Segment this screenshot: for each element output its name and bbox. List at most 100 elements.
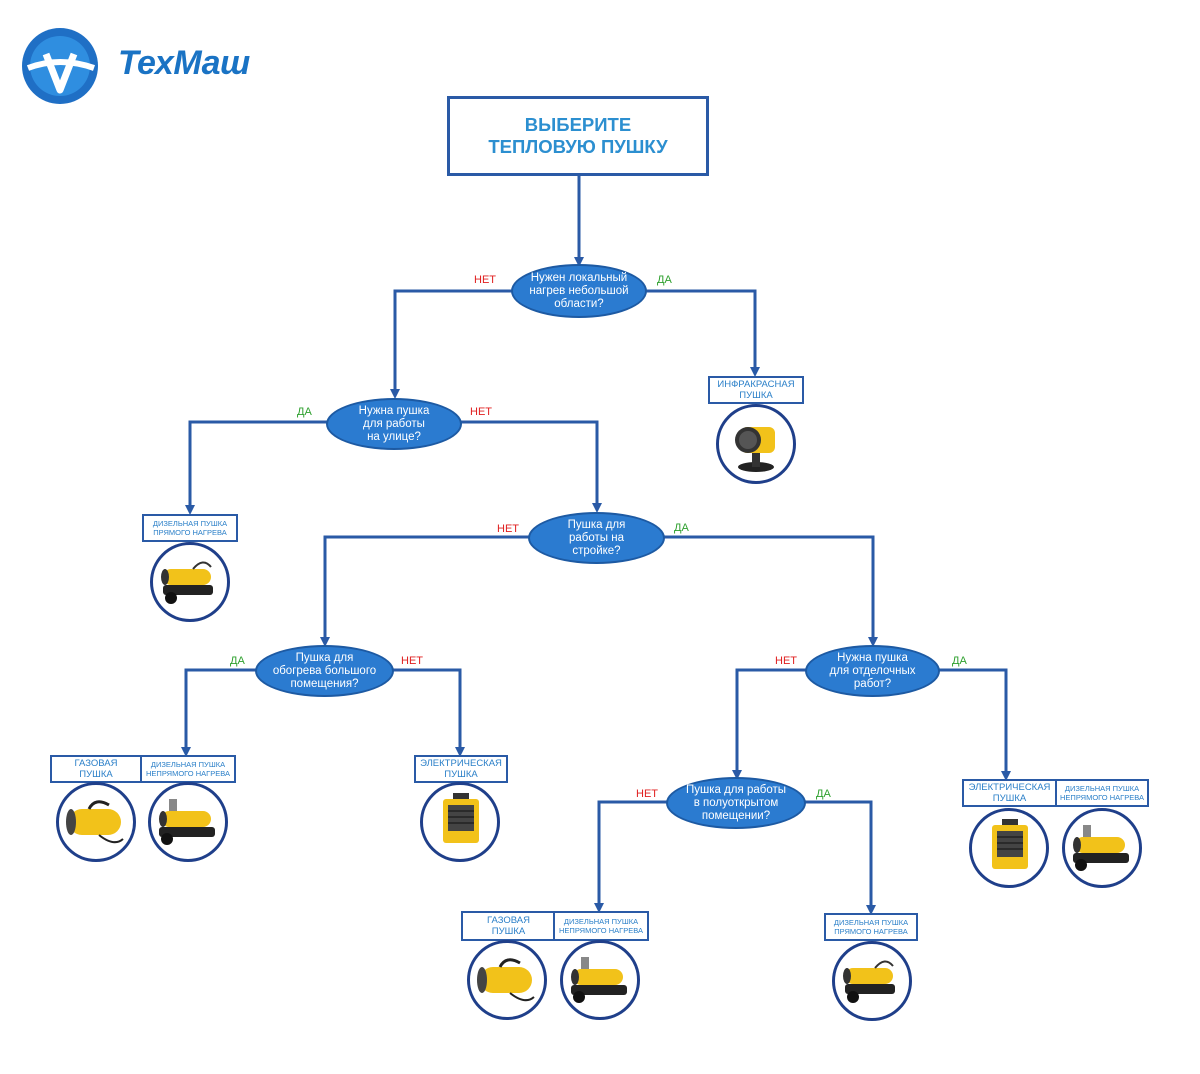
label-yes: ДА xyxy=(297,406,312,418)
arrow-q1-no xyxy=(390,289,512,399)
result-diesel-indirect-line1: ДИЗЕЛЬНАЯ ПУШКА xyxy=(150,760,226,769)
arrow-q5-yes xyxy=(939,668,1011,781)
q2-line1: Нужна пушка xyxy=(358,404,430,417)
diesel-indirect-heater-image xyxy=(148,782,228,862)
result-diesel-direct-line1: ДИЗЕЛЬНАЯ ПУШКА xyxy=(152,519,228,528)
q3-line3: стройке? xyxy=(572,544,621,557)
result-gas-line1: ГАЗОВАЯ xyxy=(74,758,118,769)
arrow-q3-yes xyxy=(664,535,878,647)
arrow-q2-no xyxy=(461,420,602,513)
arrow-q2-yes xyxy=(185,420,327,515)
q4-line2: обогрева большого xyxy=(272,664,377,677)
question-local-heating: Нужен локальный нагрев небольшой области… xyxy=(511,264,647,318)
q1-line2: нагрев небольшой xyxy=(529,284,629,297)
arrow-q6-no xyxy=(594,800,667,913)
diesel-indirect-heater-image xyxy=(1062,808,1142,888)
arrow-q4-no xyxy=(393,668,465,757)
diesel-direct-heater-image xyxy=(150,542,230,622)
question-large-room: Пушка для обогрева большого помещения? xyxy=(255,645,394,697)
q5-line3: работ? xyxy=(853,677,892,690)
diesel-direct-heater-icon xyxy=(843,960,895,1003)
label-yes: ДА xyxy=(230,655,245,667)
result-electric: ЭЛЕКТРИЧЕСКАЯ ПУШКА xyxy=(414,755,508,783)
electric-heater-icon xyxy=(992,819,1028,869)
infrared-heater-image xyxy=(716,404,796,484)
q6-line1: Пушка для работы xyxy=(685,783,786,796)
label-no: НЕТ xyxy=(474,274,496,286)
label-yes: ДА xyxy=(674,522,689,534)
result-diesel-indirect-line2: НЕПРЯМОГО НАГРЕВА xyxy=(146,769,230,778)
q3-line1: Пушка для xyxy=(567,518,626,531)
diesel-indirect-heater-icon xyxy=(1073,825,1129,871)
question-finishing-work: Нужна пушка для отделочных работ? xyxy=(805,645,940,697)
result-diesel-direct-line2: ПРЯМОГО НАГРЕВА xyxy=(834,927,908,936)
logo-text: ТехМаш xyxy=(118,44,250,82)
result-diesel-indirect: ДИЗЕЛЬНАЯ ПУШКА НЕПРЯМОГО НАГРЕВА xyxy=(553,911,649,941)
result-diesel-indirect-line2: НЕПРЯМОГО НАГРЕВА xyxy=(559,926,643,935)
result-diesel-direct: ДИЗЕЛЬНАЯ ПУШКА ПРЯМОГО НАГРЕВА xyxy=(824,913,918,941)
result-diesel-indirect: ДИЗЕЛЬНАЯ ПУШКА НЕПРЯМОГО НАГРЕВА xyxy=(140,755,236,783)
label-no: НЕТ xyxy=(775,655,797,667)
arrow-q4-yes xyxy=(181,668,256,757)
arrow-q1-yes xyxy=(646,289,760,377)
diesel-indirect-heater-icon xyxy=(571,957,627,1003)
result-gas-line2: ПУШКА xyxy=(79,769,113,780)
q6-line2: в полуоткрытом xyxy=(693,796,779,809)
result-diesel-direct-line2: ПРЯМОГО НАГРЕВА xyxy=(153,528,227,537)
q5-line1: Нужна пушка xyxy=(837,651,908,664)
electric-heater-image xyxy=(420,782,500,862)
arrow-q6-yes xyxy=(805,800,876,915)
diesel-direct-heater-icon xyxy=(161,561,213,604)
diesel-indirect-heater-icon xyxy=(159,799,215,845)
label-yes: ДА xyxy=(657,274,672,286)
arrow-q3-no xyxy=(320,535,529,647)
result-electric-line2: ПУШКА xyxy=(444,769,478,780)
electric-heater-image xyxy=(969,808,1049,888)
q5-line2: для отделочных xyxy=(829,664,916,677)
label-no: НЕТ xyxy=(401,655,423,667)
result-gas: ГАЗОВАЯ ПУШКА xyxy=(50,755,142,783)
title-box: ВЫБЕРИТЕ ТЕПЛОВУЮ ПУШКУ xyxy=(447,96,709,176)
result-diesel-indirect-line1: ДИЗЕЛЬНАЯ ПУШКА xyxy=(563,917,639,926)
title-line-2: ТЕПЛОВУЮ ПУШКУ xyxy=(488,136,668,157)
result-infrared: ИНФРАКРАСНАЯ ПУШКА xyxy=(708,376,804,404)
result-diesel-direct: ДИЗЕЛЬНАЯ ПУШКА ПРЯМОГО НАГРЕВА xyxy=(142,514,238,542)
arrow-q5-no xyxy=(732,668,806,780)
label-yes: ДА xyxy=(952,655,967,667)
q2-line3: на улице? xyxy=(367,430,421,443)
result-gas-line1: ГАЗОВАЯ xyxy=(487,915,530,926)
logo xyxy=(22,28,292,108)
electric-heater-icon xyxy=(443,793,479,843)
gas-heater-image xyxy=(467,940,547,1020)
title-line-1: ВЫБЕРИТЕ xyxy=(524,114,632,135)
result-electric-line2: ПУШКА xyxy=(992,793,1027,804)
q2-line2: для работы xyxy=(363,417,425,430)
q4-line3: помещения? xyxy=(290,677,359,690)
result-diesel-indirect-line2: НЕПРЯМОГО НАГРЕВА xyxy=(1060,793,1144,802)
result-gas-line2: ПУШКА xyxy=(491,926,526,937)
infrared-heater-icon xyxy=(735,427,775,472)
q3-line2: работы на xyxy=(568,531,624,544)
diesel-direct-heater-image xyxy=(832,941,912,1021)
result-infrared-line1: ИНФРАКРАСНАЯ xyxy=(717,379,795,390)
result-infrared-line2: ПУШКА xyxy=(739,390,773,401)
result-gas: ГАЗОВАЯ ПУШКА xyxy=(461,911,556,941)
result-diesel-direct-line1: ДИЗЕЛЬНАЯ ПУШКА xyxy=(833,918,909,927)
gas-heater-image xyxy=(56,782,136,862)
question-outdoor: Нужна пушка для работы на улице? xyxy=(326,398,462,450)
label-no: НЕТ xyxy=(470,406,492,418)
label-no: НЕТ xyxy=(636,788,658,800)
question-semi-open-room: Пушка для работы в полуоткрытом помещени… xyxy=(666,777,806,829)
q4-line1: Пушка для xyxy=(295,651,354,664)
result-electric: ЭЛЕКТРИЧЕСКАЯ ПУШКА xyxy=(962,779,1057,807)
label-yes: ДА xyxy=(816,788,831,800)
q1-line1: Нужен локальный xyxy=(530,271,628,284)
result-diesel-indirect-line1: ДИЗЕЛЬНАЯ ПУШКА xyxy=(1064,784,1140,793)
diesel-indirect-heater-image xyxy=(560,940,640,1020)
q6-line3: помещении? xyxy=(701,809,771,822)
result-electric-line1: ЭЛЕКТРИЧЕСКАЯ xyxy=(420,758,502,769)
result-diesel-indirect: ДИЗЕЛЬНАЯ ПУШКА НЕПРЯМОГО НАГРЕВА xyxy=(1055,779,1149,807)
gas-heater-icon xyxy=(477,958,535,1002)
label-no: НЕТ xyxy=(497,523,519,535)
